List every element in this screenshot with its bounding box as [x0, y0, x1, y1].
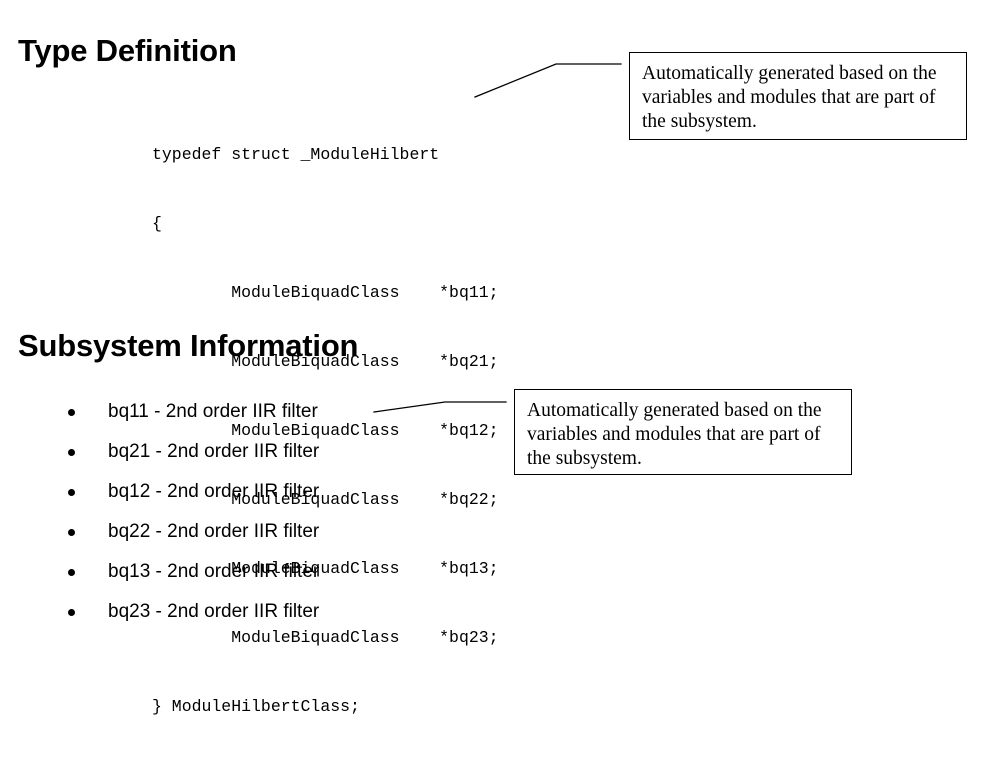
- code-line: ModuleBiquadClass *bq13;: [152, 559, 499, 578]
- bullet-icon: [68, 489, 75, 496]
- list-item-label: bq23 - 2nd order IIR filter: [108, 601, 320, 622]
- code-line: {: [152, 214, 162, 233]
- callout-box-type-definition: Automatically generated based on the var…: [629, 52, 967, 140]
- list-item-label: bq11 - 2nd order IIR filter: [108, 401, 318, 422]
- list-item: bq11 - 2nd order IIR filter: [60, 392, 319, 432]
- callout-text: Automatically generated based on the var…: [527, 400, 822, 469]
- list-item: bq12 - 2nd order IIR filter: [60, 472, 319, 512]
- page-title-subsystem-information: Subsystem Information: [18, 328, 359, 363]
- bullet-icon: [68, 449, 75, 456]
- subsystem-bullet-list: bq11 - 2nd order IIR filter bq21 - 2nd o…: [60, 392, 319, 632]
- bullet-icon: [68, 609, 75, 616]
- code-line: typedef struct _ModuleHilbert: [152, 145, 440, 164]
- callout-box-subsystem-information: Automatically generated based on the var…: [514, 389, 852, 475]
- list-item: bq23 - 2nd order IIR filter: [60, 592, 319, 632]
- code-line: ModuleBiquadClass *bq23;: [152, 628, 499, 647]
- code-line: } ModuleHilbertClass;: [152, 697, 360, 716]
- list-item: bq22 - 2nd order IIR filter: [60, 512, 319, 552]
- bullet-icon: [68, 409, 75, 416]
- code-line: ModuleBiquadClass *bq11;: [152, 283, 499, 302]
- code-line: ModuleBiquadClass *bq21;: [152, 352, 499, 371]
- bullet-icon: [68, 529, 75, 536]
- list-item-label: bq21 - 2nd order IIR filter: [108, 441, 320, 462]
- code-line: ModuleBiquadClass *bq12;: [152, 421, 499, 440]
- list-item: bq13 - 2nd order IIR filter: [60, 552, 319, 592]
- list-item: bq21 - 2nd order IIR filter: [60, 432, 319, 472]
- list-item-label: bq13 - 2nd order IIR filter: [108, 561, 320, 582]
- list-item-label: bq12 - 2nd order IIR filter: [108, 481, 320, 502]
- list-item-label: bq22 - 2nd order IIR filter: [108, 521, 320, 542]
- slide-canvas: Type Definition typedef struct _ModuleHi…: [18, 33, 967, 716]
- bullet-icon: [68, 569, 75, 576]
- code-line: ModuleBiquadClass *bq22;: [152, 490, 499, 509]
- page-title-type-definition: Type Definition: [18, 33, 237, 68]
- callout-text: Automatically generated based on the var…: [642, 63, 937, 132]
